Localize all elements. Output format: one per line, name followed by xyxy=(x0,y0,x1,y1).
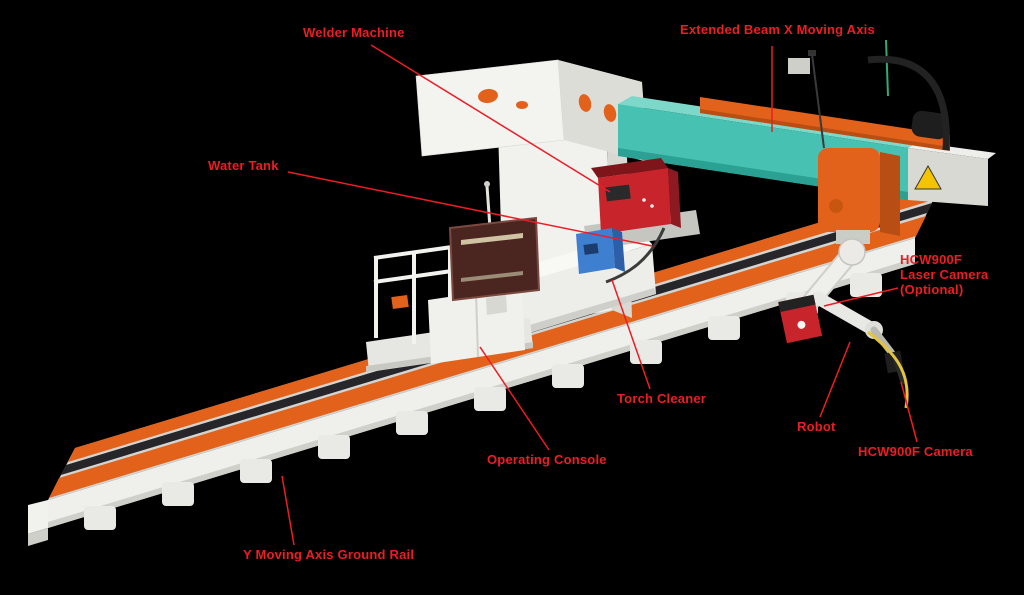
label-torch-cleaner: Torch Cleaner xyxy=(617,391,707,406)
label-camera: HCW900F Camera xyxy=(858,444,973,459)
label-welder-machine: Welder Machine xyxy=(303,25,405,40)
label-laser-camera-line1: HCW900F xyxy=(900,252,963,267)
leader-line-welder-machine xyxy=(370,44,611,193)
z-carriage xyxy=(818,148,900,236)
welding-robot xyxy=(778,230,909,409)
leader-line-camera xyxy=(900,381,918,443)
leader-lines xyxy=(281,44,918,546)
gantry-head xyxy=(415,59,648,162)
cable-chain xyxy=(788,39,950,151)
operating-console-unit xyxy=(366,216,541,372)
laser-camera-unit xyxy=(778,294,823,344)
leader-line-ground-rail xyxy=(281,475,295,546)
beam-orange-rack xyxy=(700,97,950,151)
console-screen xyxy=(448,216,541,315)
leader-line-robot xyxy=(819,341,851,418)
label-laser-camera: HCW900F Laser Camera (Optional) xyxy=(900,252,988,297)
label-laser-camera-line3: (Optional) xyxy=(900,282,964,297)
warning-sign-icon xyxy=(914,164,942,190)
label-extended-beam: Extended Beam X Moving Axis xyxy=(680,22,875,37)
leader-line-laser-camera xyxy=(823,287,899,307)
label-water-tank: Water Tank xyxy=(208,158,279,173)
label-laser-camera-line2: Laser Camera xyxy=(900,267,989,282)
leader-line-water-tank xyxy=(287,171,653,247)
leader-line-torch-cleaner xyxy=(611,279,651,390)
label-ground-rail: Y Moving Axis Ground Rail xyxy=(243,547,415,562)
label-robot: Robot xyxy=(797,419,836,434)
welding-torch xyxy=(867,330,909,409)
leader-line-operating-console xyxy=(479,346,550,451)
label-operating-console: Operating Console xyxy=(487,452,607,467)
